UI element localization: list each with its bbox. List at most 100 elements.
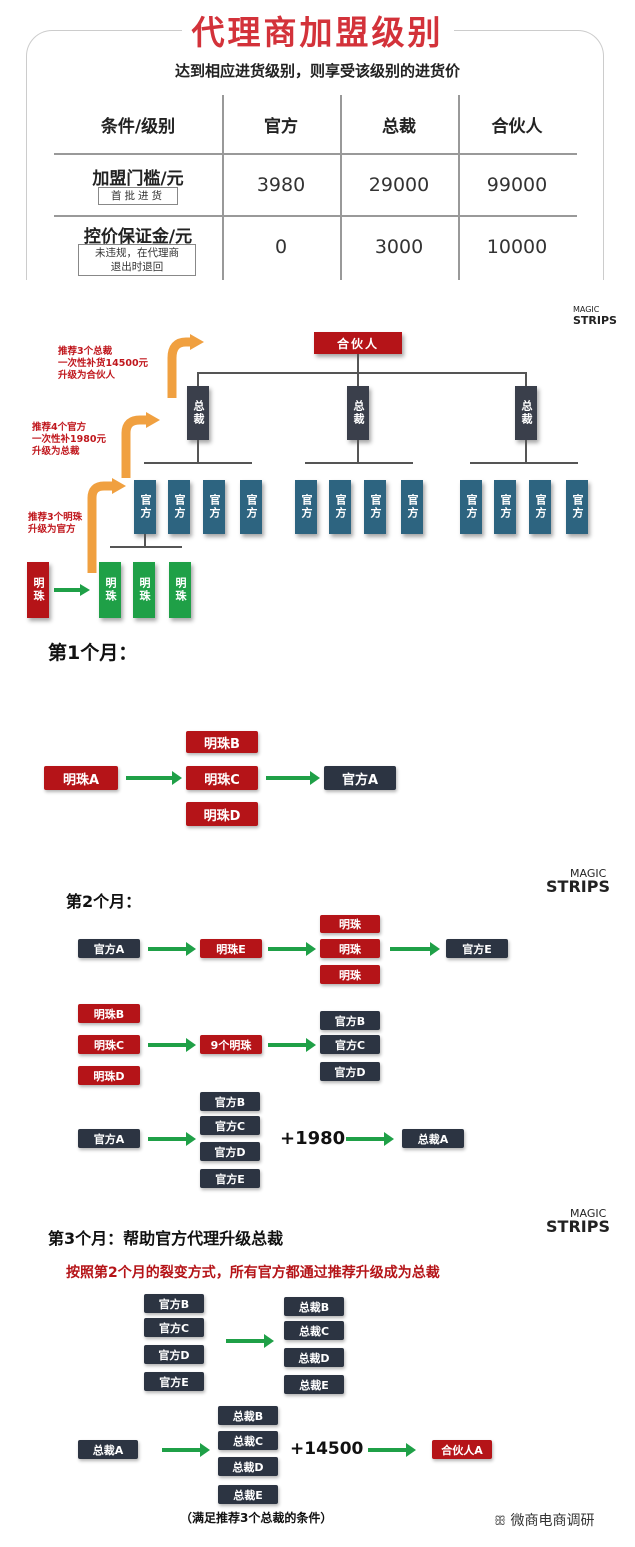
month1-panel: 第1个月： 明珠B 明珠A 明珠C 官方A 明珠D [0,632,635,852]
tree-line [525,440,527,462]
m3-official-c: 官方C [144,1318,204,1337]
watermark-text: 微商电商调研 [510,1513,595,1529]
m3-r2-president-b: 总裁B [218,1406,278,1425]
m1-pearl-d: 明珠D [186,802,258,826]
tree-line [357,354,359,372]
row-divider [54,153,577,155]
m2-pearl-e: 明珠E [200,939,262,958]
tree-line [144,462,252,464]
month3-title: 第3个月：帮助官方代理升级总裁 [48,1229,284,1248]
table-subtitle: 达到相应进货级别，则享受该级别的进货价 [174,62,460,80]
m2-r3-official-e: 官方E [200,1169,260,1188]
node-official: 官方 [529,480,551,534]
m3-r2-president-d: 总裁D [218,1457,278,1476]
m2-r3-official-d: 官方D [200,1142,260,1161]
header-partner: 合伙人 [491,117,543,137]
cell-threshold-official: 3980 [256,174,306,196]
header-condition: 条件/级别 [100,117,176,137]
node-pearl: 明珠 [99,562,121,618]
m2-official-c: 官方C [320,1035,380,1054]
node-official: 官方 [364,480,386,534]
arrow-icon [148,1038,196,1052]
m2-official-e: 官方E [446,939,508,958]
brand-logo: MAGIC STRIPS [546,868,610,895]
note-official-upgrade: 推荐4个官方 一次性补1980元 升级为总裁 [32,422,106,457]
col-divider [222,95,224,280]
node-partner: 合伙人 [314,332,402,354]
title-text: 代理商加盟级别 [181,13,454,52]
node-official: 官方 [329,480,351,534]
m2-pearl-b: 明珠B [78,1004,140,1023]
m1-pearl-c: 明珠C [186,766,258,790]
arrow-icon [268,942,316,956]
logo-line2: STRIPS [573,314,617,327]
header-official: 官方 [264,117,298,137]
page-title: 代理商加盟级别 [0,6,635,54]
row-divider [54,215,577,217]
m2-pearl-2: 明珠 [320,939,380,958]
m1-pearl-b: 明珠B [186,731,258,753]
month3-panel: MAGIC STRIPS 第3个月：帮助官方代理升级总裁 按照第2个月的裂变方式… [0,1200,635,1547]
m2-plus-1980: +1980 [280,1128,346,1149]
arrow-icon [226,1334,274,1348]
node-official: 官方 [295,480,317,534]
row-note-refund: 未违规，在代理商 退出时退回 [78,244,196,276]
arrow-icon [368,1443,416,1457]
tree-line [357,372,359,386]
node-pearl: 明珠 [169,562,191,618]
node-pearl-start: 明珠 [27,562,49,618]
cell-deposit-president: 3000 [374,236,424,258]
logo-line1: MAGIC [573,305,600,314]
cell-deposit-official: 0 [274,236,288,258]
m3-president-c: 总裁C [284,1321,344,1340]
row-note-first-order: 首批进货 [98,187,178,205]
cell-threshold-partner: 99000 [486,174,548,196]
node-official: 官方 [203,480,225,534]
logo-line2: STRIPS [546,1217,610,1236]
col-divider [458,95,460,280]
arrow-icon [268,1038,316,1052]
month1-title: 第1个月： [48,642,138,664]
cell-threshold-president: 29000 [368,174,430,196]
tree-line [197,372,199,386]
node-president-2: 总裁 [347,386,369,440]
node-official: 官方 [566,480,588,534]
arrow-icon [148,942,196,956]
node-official: 官方 [401,480,423,534]
org-tree-panel: MAGIC STRIPS 推荐3个明珠 升级为官方 推荐4个官方 一次性补198… [0,298,635,628]
m2-pearl-d: 明珠D [78,1066,140,1085]
arrow-icon [390,942,440,956]
tree-line [525,372,527,386]
m2-pearl-3: 明珠 [320,965,380,984]
node-official: 官方 [240,480,262,534]
tree-line [357,440,359,462]
m3-plus-14500: +14500 [290,1439,364,1459]
node-official: 官方 [134,480,156,534]
m1-official-a: 官方A [324,766,396,790]
m2-president-a: 总裁A [402,1129,464,1148]
row-label-threshold: 加盟门槛/元 [92,169,184,189]
m3-president-b: 总裁B [284,1297,344,1316]
m3-president-a: 总裁A [78,1440,138,1459]
tree-line [197,372,527,374]
note-president-upgrade: 推荐3个总裁 一次性补货14500元 升级为合伙人 [58,346,149,381]
m2-official-b: 官方B [320,1011,380,1030]
m3-partner-a: 合伙人A [432,1440,492,1459]
m3-r2-president-c: 总裁C [218,1431,278,1450]
logo-line2: STRIPS [546,877,610,896]
wechat-icon: ꕥ [494,1514,507,1529]
m3-official-e: 官方E [144,1372,204,1391]
brand-logo: MAGIC STRIPS [573,304,617,326]
m3-president-d: 总裁D [284,1348,344,1367]
tier-table-panel: 代理商加盟级别 达到相应进货级别，则享受该级别的进货价 条件/级别 官方 总裁 … [0,0,635,290]
m3-official-d: 官方D [144,1345,204,1364]
month3-subtitle: 按照第2个月的裂变方式，所有官方都通过推荐升级成为总裁 [66,1265,440,1281]
tree-line [144,534,146,546]
m3-r2-president-e: 总裁E [218,1485,278,1504]
m3-official-b: 官方B [144,1294,204,1313]
note-pearl-upgrade: 推荐3个明珠 升级为官方 [28,512,83,535]
m2-nine-pearls: 9个明珠 [200,1035,262,1054]
logo-line1: MAGIC [570,1207,607,1220]
logo-line1: MAGIC [570,867,607,880]
m2-pearl-c: 明珠C [78,1035,140,1054]
